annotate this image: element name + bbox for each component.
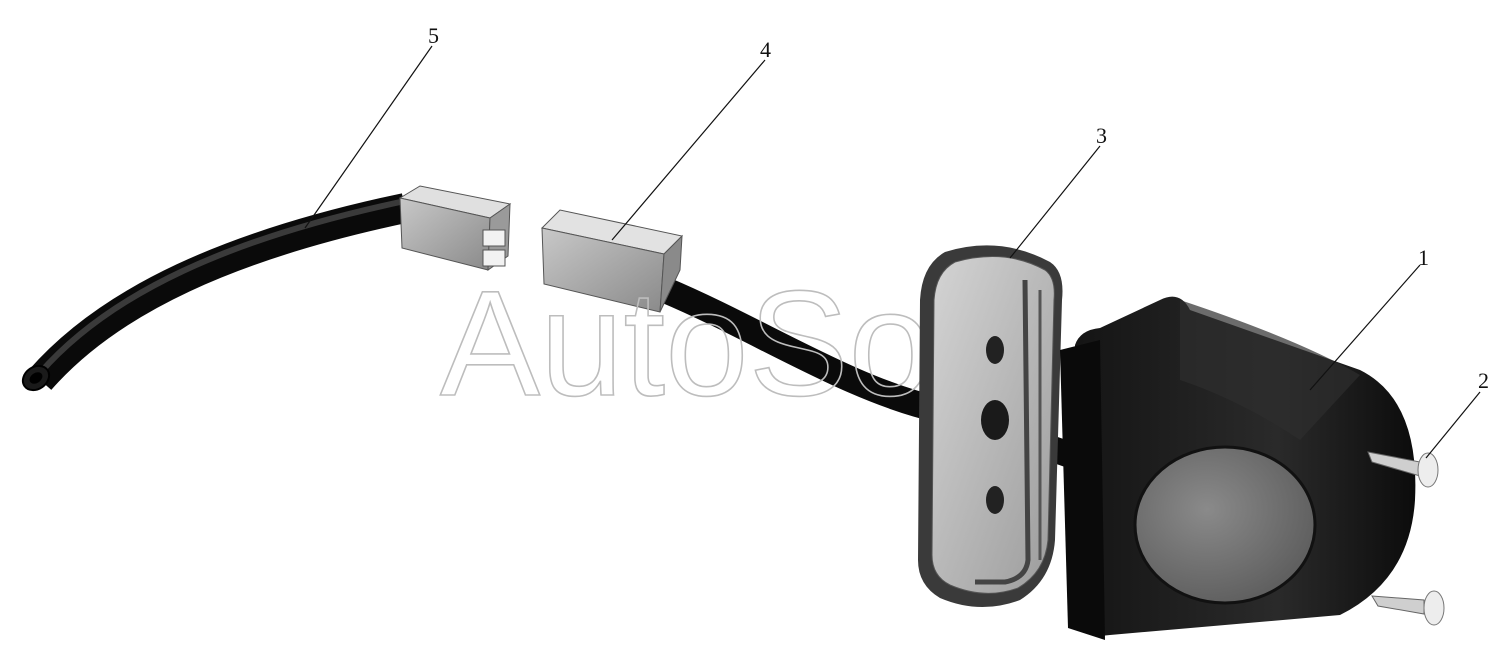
part-5-cable-with-connector xyxy=(21,185,512,392)
part-3-gasket xyxy=(918,245,1063,608)
callout-leaders xyxy=(304,45,1481,459)
callout-2: 2 xyxy=(1478,368,1489,393)
callout-3: 3 xyxy=(1096,123,1107,148)
callout-1: 1 xyxy=(1418,245,1429,270)
callout-5: 5 xyxy=(428,23,439,48)
part-1-camera-housing xyxy=(1060,296,1416,640)
part-2-screws xyxy=(1367,451,1445,626)
part-4-female-connector xyxy=(540,209,1075,468)
callout-4: 4 xyxy=(760,37,771,62)
